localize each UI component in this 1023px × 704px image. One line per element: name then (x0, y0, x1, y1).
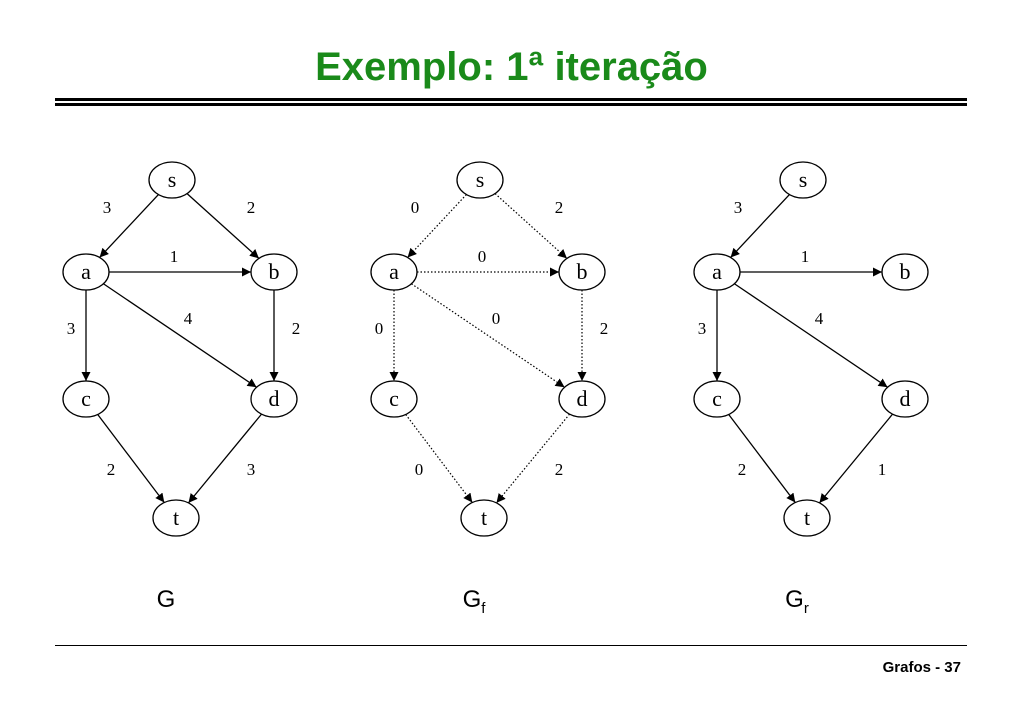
edge-label-a-b: 1 (170, 247, 179, 266)
edge-label-d-t: 2 (555, 460, 564, 479)
node-s (779, 161, 827, 199)
title-rule-top (55, 98, 967, 101)
edge-label-d-t: 3 (247, 460, 256, 479)
edge-label-s-a: 0 (411, 198, 420, 217)
node-a (693, 253, 741, 291)
edge-c-t (97, 414, 165, 503)
node-a (370, 253, 418, 291)
node-c (370, 380, 418, 418)
title-rule-bottom (55, 103, 967, 106)
node-d (558, 380, 606, 418)
node-c (693, 380, 741, 418)
edge-d-t (187, 413, 263, 504)
node-t (152, 499, 200, 537)
edge-label-a-c: 3 (67, 319, 76, 338)
edge-a-d (734, 283, 888, 388)
node-s (456, 161, 504, 199)
edge-label-a-d: 4 (184, 309, 193, 328)
edge-label-a-d: 0 (492, 309, 501, 328)
node-label-t: t (804, 505, 810, 530)
edge-s-b (494, 193, 568, 259)
edge-c-t (405, 414, 473, 503)
node-a (62, 253, 110, 291)
node-label-d: d (900, 386, 911, 411)
graph-g: 3 2 1 3 4 2 2 3 s a b c d tG (62, 161, 301, 613)
graph-name-base: G (785, 586, 804, 613)
node-t (460, 499, 508, 537)
node-label-s: s (799, 167, 808, 192)
node-b (558, 253, 606, 291)
graph-name-gr: Gr (785, 586, 809, 617)
node-label-s: s (168, 167, 177, 192)
footer-rule (55, 645, 967, 646)
node-d (250, 380, 298, 418)
edge-label-a-c: 3 (698, 319, 707, 338)
node-label-s: s (476, 167, 485, 192)
edge-s-a (407, 194, 467, 258)
edge-s-b (186, 193, 260, 259)
edge-label-a-b: 0 (478, 247, 487, 266)
edge-label-s-b: 2 (247, 198, 256, 217)
edge-label-c-t: 0 (415, 460, 424, 479)
node-label-t: t (481, 505, 487, 530)
edge-d-t (818, 413, 894, 504)
node-label-a: a (712, 259, 722, 284)
node-label-t: t (173, 505, 179, 530)
edge-label-s-a: 3 (103, 198, 112, 217)
edge-label-s-a: 3 (734, 198, 743, 217)
edge-label-s-b: 2 (555, 198, 564, 217)
edge-s-a (99, 194, 159, 258)
graph-name-base: G (157, 586, 176, 613)
edge-s-a (730, 194, 790, 258)
edge-d-t (495, 413, 571, 504)
edge-label-d-t: 1 (878, 460, 887, 479)
node-label-a: a (81, 259, 91, 284)
node-label-b: b (900, 259, 911, 284)
node-label-c: c (712, 386, 722, 411)
node-t (783, 499, 831, 537)
graph-name-subscript: f (481, 600, 486, 617)
edge-label-a-d: 4 (815, 309, 824, 328)
edge-label-c-t: 2 (738, 460, 747, 479)
node-label-a: a (389, 259, 399, 284)
graph-gf: 0 2 0 0 0 2 0 2 s a b c d tGf (370, 161, 609, 617)
graph-name-gf: Gf (463, 586, 487, 617)
edge-a-d (411, 283, 565, 388)
node-label-d: d (269, 386, 280, 411)
graph-gr: 3 1 3 4 2 1 s a b c d tGr (693, 161, 929, 617)
slide-title: Exemplo: 1ª iteração (315, 45, 708, 89)
slide-footer: Grafos - 37 (882, 659, 961, 676)
graph-name-g: G (157, 586, 176, 613)
node-label-c: c (81, 386, 91, 411)
edge-label-b-d: 2 (600, 319, 609, 338)
node-b (881, 253, 929, 291)
edge-a-d (103, 283, 257, 388)
node-d (881, 380, 929, 418)
graph-name-subscript: r (804, 600, 809, 617)
graph-name-base: G (463, 586, 482, 613)
edge-label-a-b: 1 (801, 247, 810, 266)
edge-label-c-t: 2 (107, 460, 116, 479)
node-label-d: d (577, 386, 588, 411)
node-label-c: c (389, 386, 399, 411)
node-label-b: b (269, 259, 280, 284)
node-label-b: b (577, 259, 588, 284)
node-s (148, 161, 196, 199)
node-b (250, 253, 298, 291)
edge-label-a-c: 0 (375, 319, 384, 338)
edge-label-b-d: 2 (292, 319, 301, 338)
edge-c-t (728, 414, 796, 503)
node-c (62, 380, 110, 418)
